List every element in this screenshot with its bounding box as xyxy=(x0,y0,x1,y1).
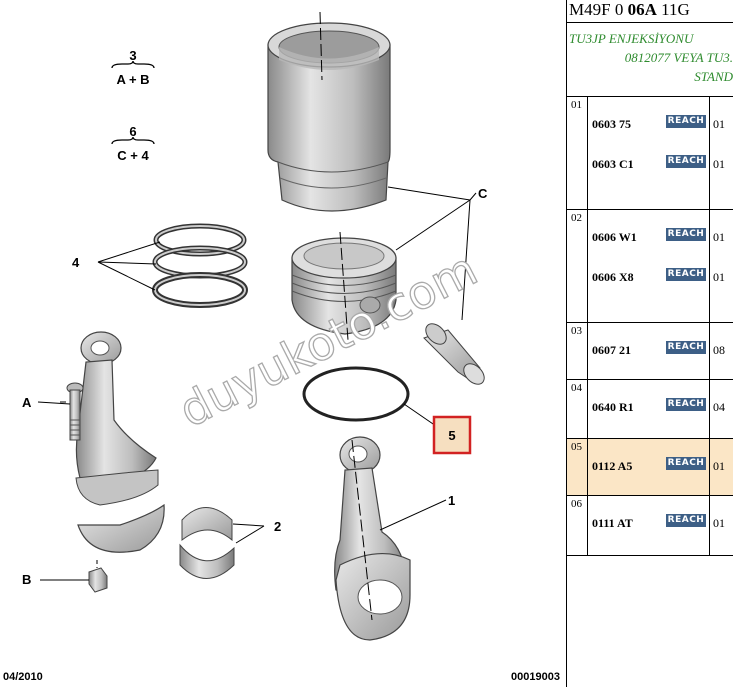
reach-badge[interactable]: REACH xyxy=(666,115,706,128)
part-code[interactable]: 0606 X8 xyxy=(592,270,634,284)
con-rod-bolt: A xyxy=(22,382,84,441)
con-rod-nut: B xyxy=(22,560,108,593)
part-code[interactable]: 0112 A5 xyxy=(592,459,633,473)
piston-rings: 4 xyxy=(72,223,248,308)
model-code-suffix: 11G xyxy=(656,0,690,19)
connecting-rod-exploded xyxy=(60,331,165,553)
reach-badge[interactable]: REACH xyxy=(666,341,706,354)
part-code[interactable]: 0640 R1 xyxy=(592,400,634,414)
header-divider xyxy=(567,22,733,23)
part-code[interactable]: 0606 W1 xyxy=(592,230,637,244)
part-quantity: 01 xyxy=(713,516,725,530)
part-code[interactable]: 0603 75 xyxy=(592,117,631,131)
parts-row-04[interactable]: 04 0640 R1 REACH 04 xyxy=(567,379,733,438)
group-6-formula: 6 C + 4 xyxy=(111,124,155,163)
model-code: M49F 0 06A 11G xyxy=(569,0,690,22)
model-code-bold: 06A xyxy=(627,0,657,19)
row-number: 05 xyxy=(571,441,582,453)
part-code[interactable]: 0111 AT xyxy=(592,516,633,530)
row-number: 04 xyxy=(571,382,582,394)
o-ring xyxy=(302,366,437,427)
parts-row-01[interactable]: 01 0603 75 REACH 01 0603 C1 REACH 01 xyxy=(567,96,733,209)
callout-1: 1 xyxy=(448,493,455,508)
group-3-formula-text: A + B xyxy=(116,72,149,87)
row-number: 03 xyxy=(571,325,582,337)
model-code-prefix: M49F 0 xyxy=(569,0,628,19)
parts-row-03[interactable]: 03 0607 21 REACH 08 xyxy=(567,322,733,379)
piston-pin xyxy=(423,323,485,385)
group-3-number: 3 xyxy=(129,48,136,63)
exploded-parts-diagram: 3 A + B 6 C + 4 C xyxy=(3,11,560,683)
parts-list-panel: M49F 0 06A 11G TU3JP ENJEKSİYONU 0812077… xyxy=(567,0,733,687)
cylinder-liner xyxy=(267,11,391,212)
part-quantity: 01 xyxy=(713,230,725,244)
group-6-number: 6 xyxy=(129,124,136,139)
parts-row-06[interactable]: 06 0111 AT REACH 01 xyxy=(567,495,733,556)
part-code[interactable]: 0607 21 xyxy=(592,343,631,357)
bearing-shells: 2 xyxy=(179,507,281,579)
reach-badge[interactable]: REACH xyxy=(666,268,706,281)
reach-badge[interactable]: REACH xyxy=(666,155,706,168)
diagram-reference: 00019003 xyxy=(511,671,560,683)
diagram-date: 04/2010 xyxy=(3,671,43,683)
group-3-formula: 3 A + B xyxy=(111,48,155,87)
callout-b: B xyxy=(22,572,31,587)
part-quantity: 01 xyxy=(713,270,725,284)
reach-badge[interactable]: REACH xyxy=(666,398,706,411)
part-quantity: 01 xyxy=(713,117,725,131)
panel-divider xyxy=(566,0,567,687)
callout-4: 4 xyxy=(72,255,80,270)
description-line-1: TU3JP ENJEKSİYONU xyxy=(569,31,694,46)
description-line-2: 0812077 VEYA TU3. xyxy=(624,50,733,65)
callout-5: 5 xyxy=(448,428,455,443)
reach-badge[interactable]: REACH xyxy=(666,457,706,470)
part-quantity: 01 xyxy=(713,459,725,473)
callout-2: 2 xyxy=(274,519,281,534)
callout-c: C xyxy=(478,186,488,201)
part-quantity: 01 xyxy=(713,157,725,171)
reach-badge[interactable]: REACH xyxy=(666,514,706,527)
callout-a: A xyxy=(22,395,32,410)
callout-c-leaders: C xyxy=(387,186,488,321)
parts-row-02[interactable]: 02 0606 W1 REACH 01 0606 X8 REACH 01 xyxy=(567,209,733,322)
callout-5-highlight[interactable]: 5 xyxy=(432,415,472,455)
piston xyxy=(291,231,397,341)
part-quantity: 04 xyxy=(713,400,725,414)
connecting-rod: 1 xyxy=(334,436,455,641)
reach-badge[interactable]: REACH xyxy=(666,228,706,241)
row-number: 02 xyxy=(571,212,582,224)
part-quantity: 08 xyxy=(713,343,725,357)
part-code[interactable]: 0603 C1 xyxy=(592,157,634,171)
row-number: 06 xyxy=(571,498,582,510)
parts-row-05[interactable]: 05 0112 A5 REACH 01 xyxy=(567,438,733,495)
description-line-3: STAND xyxy=(694,69,733,84)
row-number: 01 xyxy=(571,99,582,111)
group-6-formula-text: C + 4 xyxy=(117,148,149,163)
